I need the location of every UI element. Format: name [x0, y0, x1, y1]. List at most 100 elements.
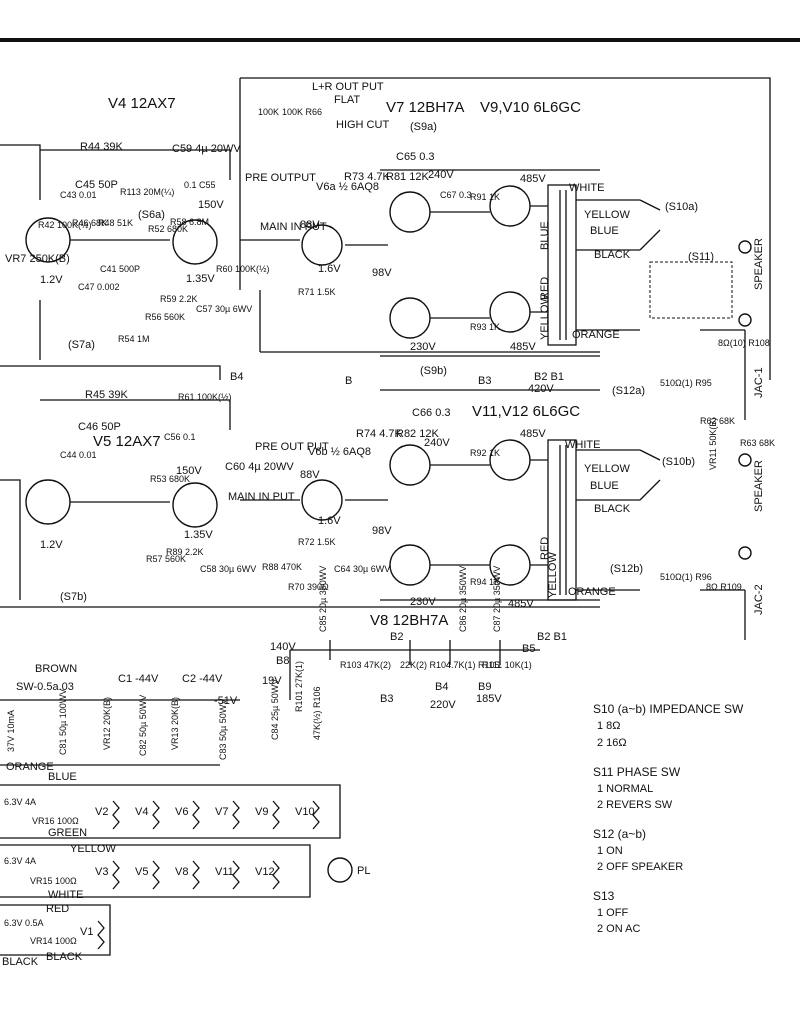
lbl-jac2: JAC-2: [753, 584, 765, 615]
lbl-v16-lower: 1.6V: [318, 515, 341, 527]
lbl-black-lower: BLACK: [594, 503, 631, 515]
lbl-v12-upper: 1.2V: [40, 274, 63, 286]
output-transformer-t2: [547, 439, 577, 601]
heater-tube-label: V12: [255, 866, 275, 878]
lbl-r105: 4.7K(1) R105: [446, 660, 500, 670]
lbl-c67: C67 0.3: [440, 190, 472, 200]
heater-coil: [232, 860, 240, 890]
switch-legend: S10 (a~b) IMPEDANCE SW 1 8Ω 2 16Ω S11 PH…: [593, 702, 744, 935]
lbl-s9a: (S9a): [410, 121, 437, 133]
lbl-blue-upper-tap: BLUE: [590, 225, 619, 237]
lbl-r94: R94 1K: [470, 577, 500, 587]
lbl-c55: 0.1 C55: [184, 180, 216, 190]
lbl-orange-upper: ORANGE: [572, 329, 620, 341]
lbl-c86: C86 20µ 350WV: [458, 566, 468, 632]
lbl-r88: R88 470K: [262, 562, 302, 572]
lbl-c84: C84 25µ 50WV: [270, 679, 280, 740]
lbl-b2b1-lower: B2 B1: [537, 631, 567, 643]
lbl-b4-ps: B4: [435, 681, 448, 693]
lbl-yellow-lower-v: YELLOW: [547, 552, 559, 598]
lbl-v12-lower: 1.2V: [40, 539, 63, 551]
lbl-r54: R54 1M: [118, 334, 150, 344]
lbl-r71: R71 1.5K: [298, 287, 336, 297]
legend-s10-item-2: 2 16Ω: [597, 737, 627, 749]
tube-v5a: [25, 479, 71, 525]
lbl-r108: 8Ω(10) R108: [718, 338, 770, 348]
legend-s10-item-1: 1 8Ω: [597, 720, 621, 732]
output-transformer-t1: [547, 184, 577, 346]
lbl-c82: C82 50µ 50WV: [138, 695, 148, 756]
lbl-s12b: (S12b): [610, 563, 643, 575]
highcut-label: HIGH CUT: [336, 119, 389, 131]
lbl-c46: C46 50P: [78, 421, 121, 433]
lbl-v135-upper: 1.35V: [186, 273, 215, 285]
phase-switch-s11: [649, 261, 733, 319]
heater-coil: [232, 800, 240, 830]
lbl-jac1: JAC-1: [753, 367, 765, 398]
lbl-orange-ps: ORANGE: [6, 761, 54, 773]
lbl-r101: R101 27K(1): [294, 661, 304, 712]
lbl-b2b1-upper: B2 B1: [534, 371, 564, 383]
lbl-vr16-rating: 6.3V 4A: [4, 797, 36, 807]
power-supply: 140V B8 B2 B5 R103 47K(2) 22K(2) R104 4.…: [0, 566, 540, 773]
lbl-v150-upper: 150V: [198, 199, 224, 211]
lbl-r104: 22K(2) R104: [400, 660, 451, 670]
lbl-b5: B5: [522, 643, 535, 655]
lbl-b3-ps: B3: [380, 693, 393, 705]
lbl-r96: 510Ω(1) R96: [660, 572, 712, 582]
lbl-r82: R82 12K: [396, 428, 439, 440]
lbl-r92: R92 1K: [470, 448, 500, 458]
heater-tube-label: V11: [215, 866, 234, 878]
heater-tube-label: V2: [95, 806, 108, 818]
heater-coil: [272, 860, 280, 890]
lbl-v485-upper-top: 485V: [520, 173, 546, 185]
lbl-vr15-rating: 6.3V 4A: [4, 856, 36, 866]
heater-tube-label: V10: [295, 806, 315, 818]
lbl-v98-upper: 98V: [372, 267, 392, 279]
tube-label-v8: V8 12BH7A: [370, 612, 448, 629]
flat-label: FLAT: [334, 94, 360, 106]
lbl-v485-upper-bottom: 485V: [510, 341, 536, 353]
heater-tube-label: V3: [95, 866, 108, 878]
heater-tube-label: V7: [215, 806, 228, 818]
tube-v7a: [389, 191, 431, 233]
lbl-vr14: VR14 100Ω: [30, 936, 77, 946]
lbl-v19: 19V: [262, 675, 282, 687]
tube-label-v7: V7 12BH7A: [386, 99, 464, 116]
heater-tube-label: V6: [175, 806, 188, 818]
lbl-main-input-lower: MAIN IN PUT: [228, 491, 295, 503]
lbl-v88-upper: 88V: [300, 219, 320, 231]
lbl-r106: 47K(½) R106: [312, 686, 322, 740]
lbl-r53: R53 680K: [150, 474, 190, 484]
lbl-r66: 100K R66: [282, 107, 322, 117]
lbl-r60: R60 100K(½): [216, 264, 270, 274]
lbl-main-input-upper: MAIN IN PUT: [260, 221, 327, 233]
lbl-v230-lower: 230V: [410, 596, 436, 608]
lbl-r48: R48 51K: [98, 218, 133, 228]
heater-coil: [192, 800, 200, 830]
lower-channel: V6b ½ 6AQ8 V5 12AX7 V11,V12 6L6GC V8 12B…: [0, 365, 775, 643]
tube-v6a: [301, 224, 343, 266]
tube-v8a: [389, 444, 431, 486]
lbl-orange-lower: ORANGE: [568, 586, 616, 598]
lbl-r72: R72 1.5K: [298, 537, 336, 547]
lbl-r74: R74 4.7K: [356, 428, 403, 440]
lbl-s7a: (S7a): [68, 339, 95, 351]
lbl-r81: R81 12K: [386, 171, 429, 183]
legend-s13-item-2: 2 ON AC: [597, 923, 640, 935]
legend-s11-item-2: 2 REVERS SW: [597, 799, 673, 811]
tube-v4b: [172, 219, 218, 265]
tube-v6b: [301, 479, 343, 521]
lbl-yellow-heater: YELLOW: [70, 843, 116, 855]
lbl-black-upper: BLACK: [594, 249, 631, 261]
tube-label-v11v12: V11,V12 6L6GC: [472, 403, 580, 420]
lbl-r95: 510Ω(1) R95: [660, 378, 712, 388]
legend-s13-title: S13: [593, 889, 615, 903]
legend-s12-item-1: 1 ON: [597, 845, 623, 857]
lbl-white-upper: WHITE: [569, 182, 604, 194]
lbl-s12a: (S12a): [612, 385, 645, 397]
lbl-r103: R103 47K(2): [340, 660, 391, 670]
lbl-c65: C65 0.3: [396, 151, 435, 163]
heater-coil: [192, 860, 200, 890]
heater-coil: [97, 920, 105, 950]
